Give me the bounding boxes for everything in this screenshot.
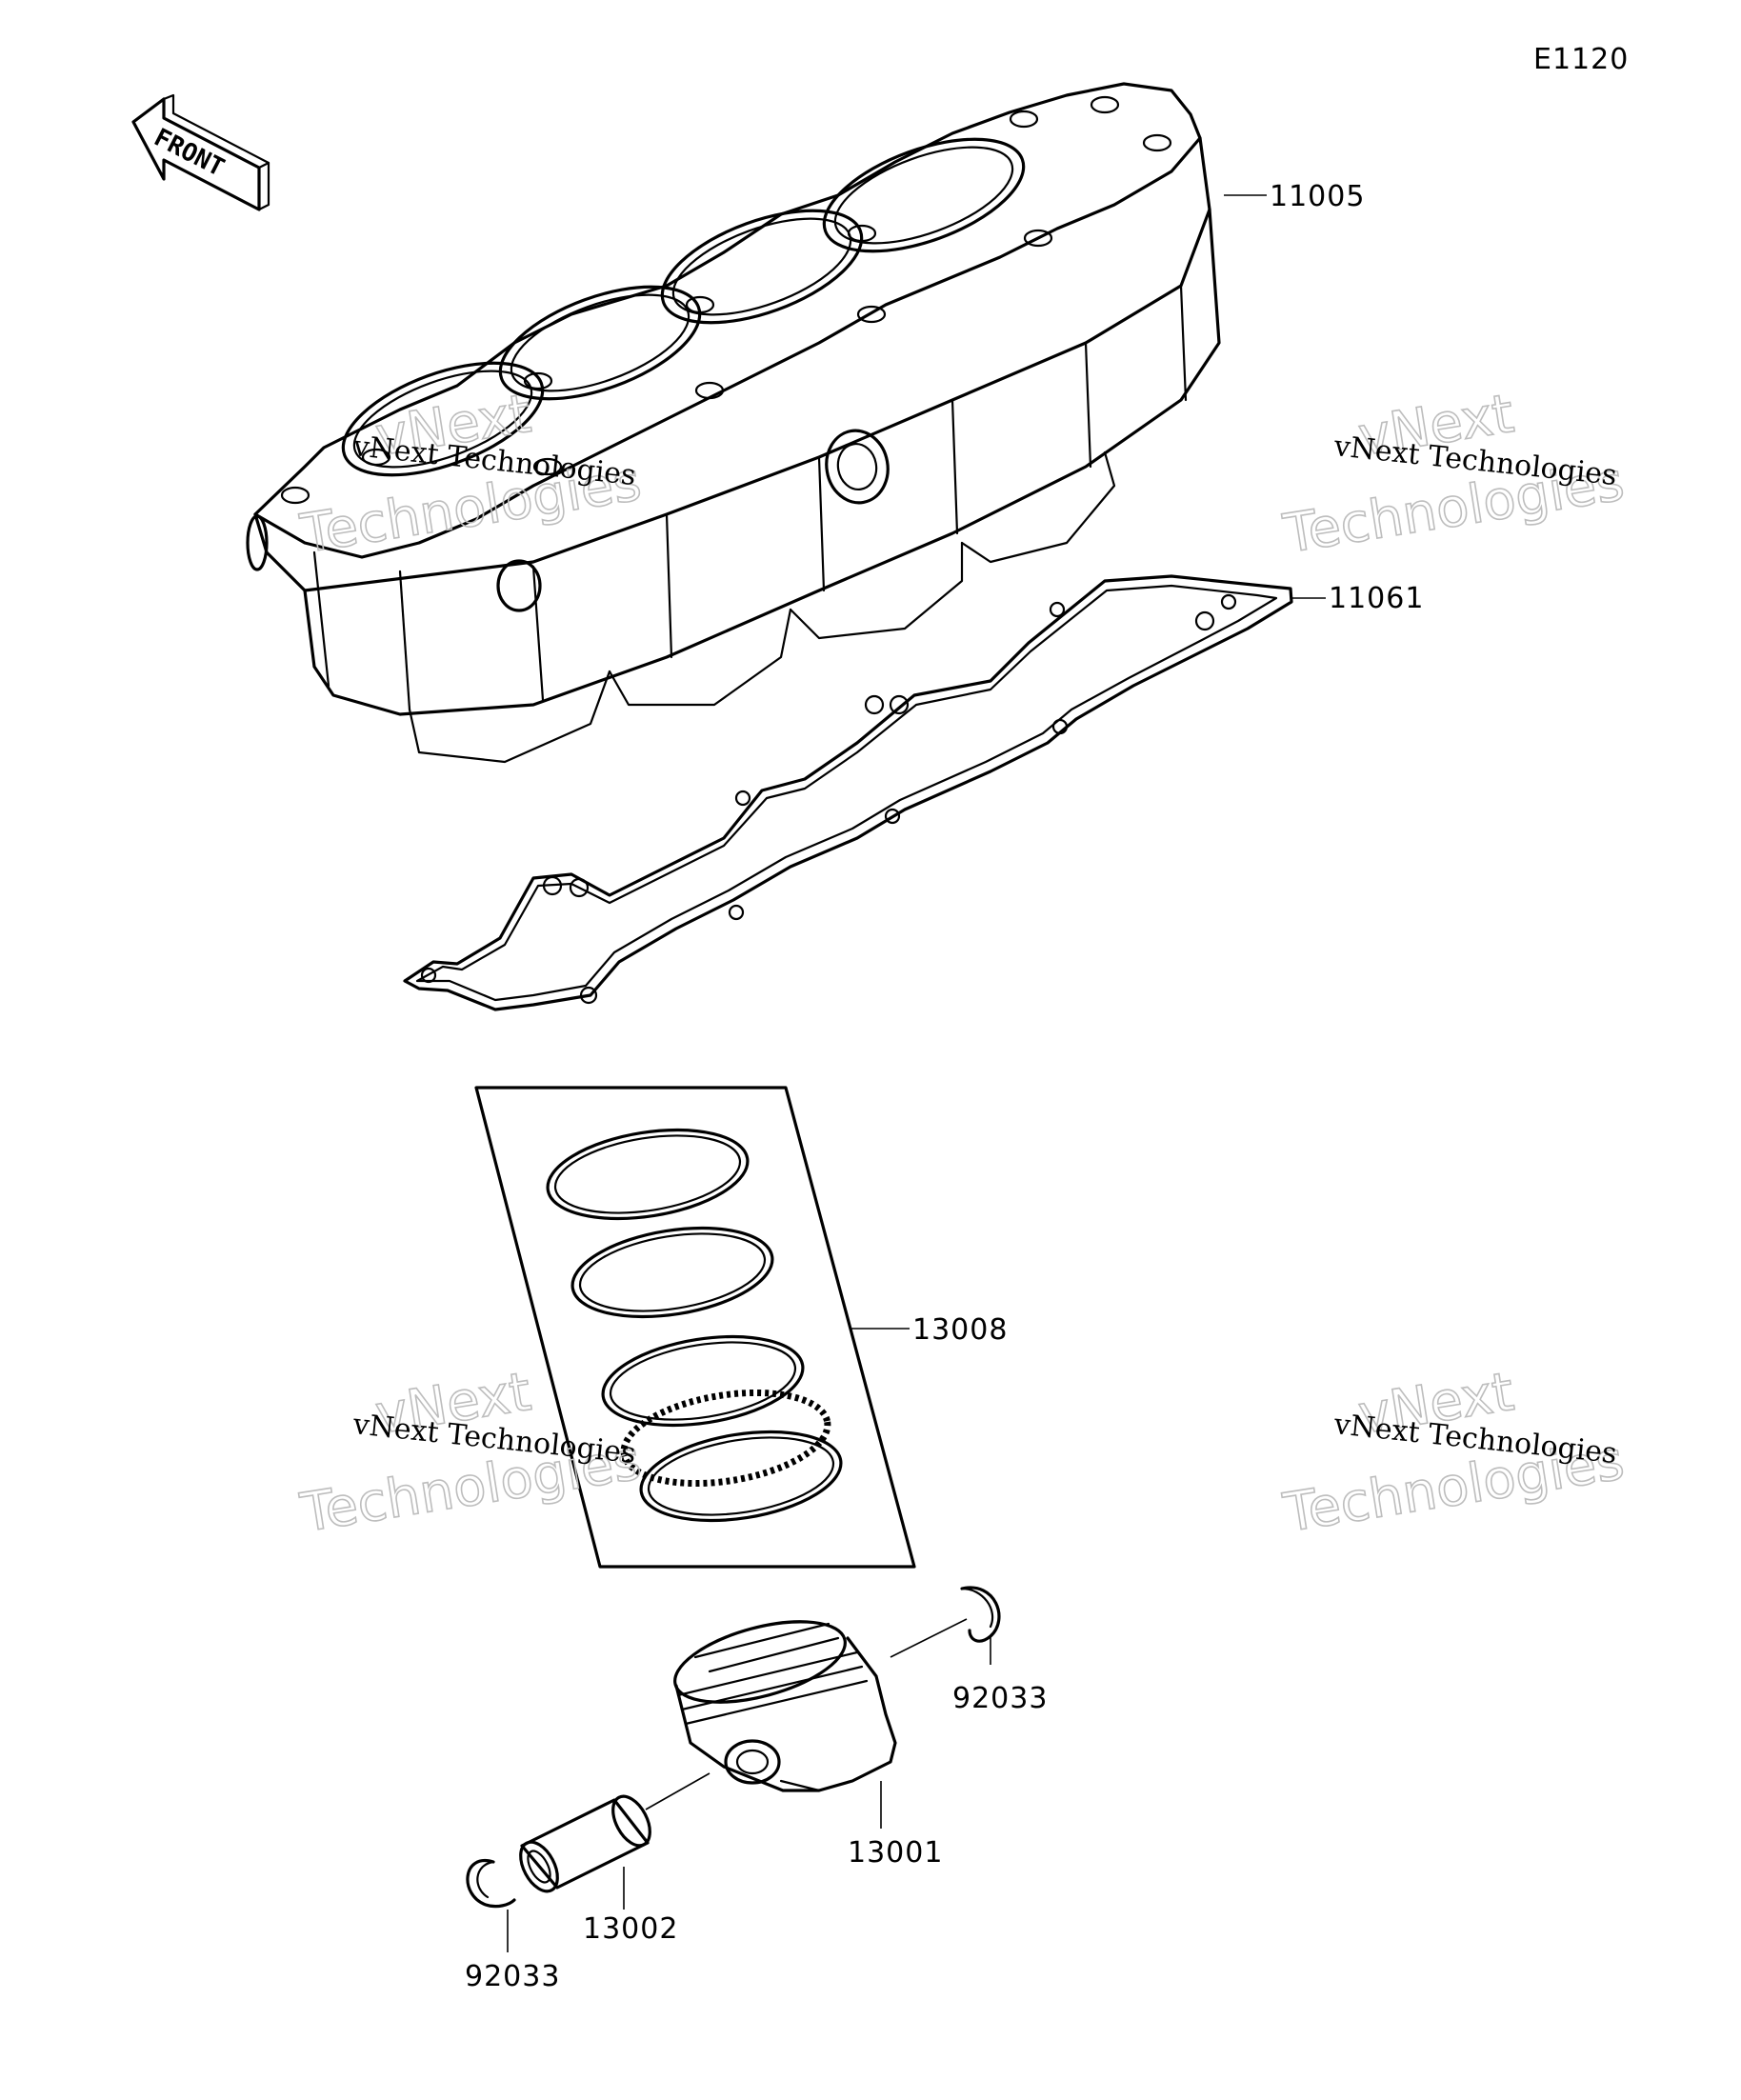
cylinder-gasket[interactable] <box>403 574 1293 1011</box>
part-label-92033-right[interactable]: 92033 <box>952 1682 1048 1715</box>
pin-axis-line <box>645 1772 710 1810</box>
piston[interactable] <box>667 1606 897 1792</box>
watermark-top-left: vNext Technologies vNext Technologies <box>295 382 646 567</box>
snap-ring-right[interactable] <box>960 1586 1001 1643</box>
part-label-11061[interactable]: 11061 <box>1329 582 1424 615</box>
part-label-11005[interactable]: 11005 <box>1270 180 1365 213</box>
diagram-code: E1120 <box>1533 43 1629 76</box>
part-label-13001[interactable]: 13001 <box>848 1836 943 1870</box>
part-label-92033-left[interactable]: 92033 <box>465 1960 560 1993</box>
watermark-top-right: vNext Technologies vNext Technologies <box>1278 382 1629 567</box>
front-arrow-icon: FRONT <box>131 93 270 211</box>
piston-ring-set[interactable] <box>474 1086 916 1569</box>
cylinder-block[interactable] <box>246 82 1221 764</box>
watermark-bottom-right: vNext Technologies vNext Technologies <box>1278 1360 1629 1546</box>
piston-pin[interactable] <box>513 1790 658 1897</box>
clip-axis-line <box>890 1618 968 1658</box>
snap-ring-left[interactable] <box>466 1858 516 1909</box>
watermark-bottom-left: vNext Technologies vNext Technologies <box>295 1360 646 1546</box>
part-label-13008[interactable]: 13008 <box>912 1313 1008 1347</box>
part-label-13002[interactable]: 13002 <box>583 1912 678 1946</box>
